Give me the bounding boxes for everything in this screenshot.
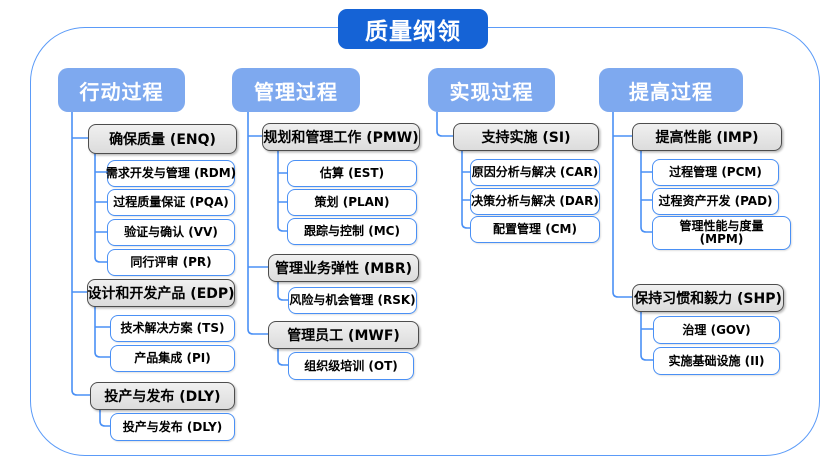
- group-edp: 设计和开发产品 (EDP): [87, 279, 235, 307]
- group-mbr: 管理业务弹性 (MBR): [268, 254, 419, 282]
- item-dly: 投产与发布 (DLY): [110, 413, 235, 441]
- group-pmw: 规划和管理工作 (PMW): [262, 123, 420, 151]
- group-imp: 提高性能 (IMP): [632, 123, 782, 151]
- item-rsk: 风险与机会管理 (RSK): [288, 287, 417, 314]
- item-ts: 技术解决方案 (TS): [110, 315, 235, 342]
- item-ot: 组织级培训 (OT): [288, 352, 414, 380]
- header-management-process: 管理过程: [232, 68, 360, 112]
- item-dar: 决策分析与解决 (DAR): [470, 188, 600, 215]
- header-action-process: 行动过程: [58, 68, 185, 112]
- group-shp: 保持习惯和毅力 (SHP): [632, 284, 784, 312]
- item-cm: 配置管理 (CM): [470, 216, 600, 243]
- item-pr: 同行评审 (PR): [107, 249, 235, 276]
- item-pad: 过程资产开发 (PAD): [652, 188, 779, 215]
- group-si: 支持实施 (SI): [453, 123, 599, 151]
- item-rdm: 需求开发与管理 (RDM): [106, 160, 236, 187]
- item-pcm: 过程管理 (PCM): [652, 159, 779, 186]
- item-gov: 治理 (GOV): [653, 316, 780, 344]
- item-car: 原因分析与解决 (CAR): [470, 159, 600, 186]
- group-enq: 确保质量 (ENQ): [88, 124, 237, 154]
- item-pi: 产品集成 (PI): [110, 345, 235, 372]
- item-mpm: 管理性能与度量 (MPM): [652, 216, 791, 250]
- group-mwf: 管理员工 (MWF): [268, 321, 419, 349]
- header-realization-process: 实现过程: [428, 68, 555, 112]
- item-ii: 实施基础设施 (II): [653, 347, 780, 375]
- page-title: 质量纲领: [338, 9, 488, 49]
- item-vv: 验证与确认 (VV): [107, 219, 235, 246]
- header-improvement-process: 提高过程: [599, 68, 743, 112]
- item-mc: 跟踪与控制 (MC): [287, 218, 417, 245]
- item-pqa: 过程质量保证 (PQA): [107, 189, 235, 216]
- item-plan: 策划 (PLAN): [287, 189, 417, 216]
- item-est: 估算 (EST): [287, 160, 417, 187]
- group-dly: 投产与发布 (DLY): [90, 382, 235, 410]
